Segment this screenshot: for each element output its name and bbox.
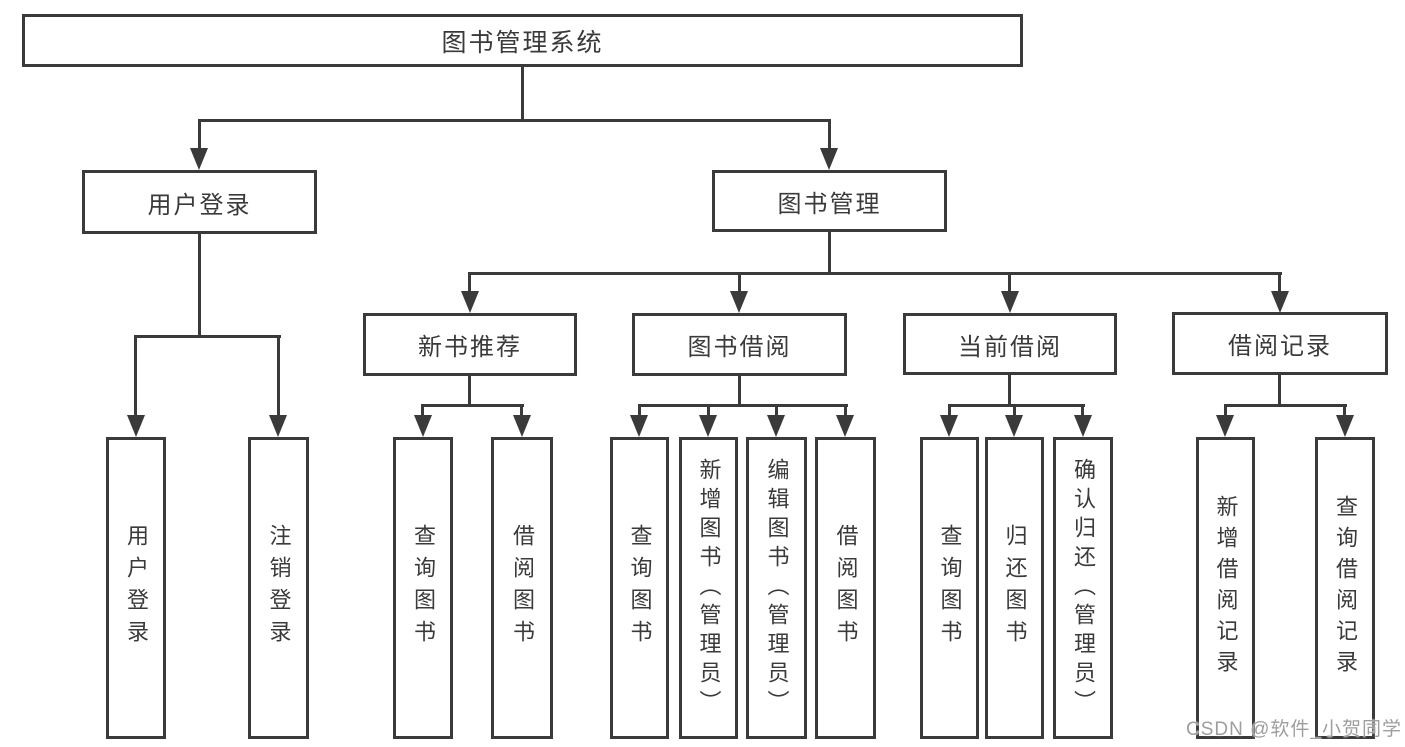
connector-line [521,67,524,119]
arrowhead-icon [940,415,958,437]
connector-line [277,335,280,417]
leaf-borrow-books: 借阅图书 [815,437,876,739]
connector-line [1008,374,1011,407]
connector-line [198,234,201,338]
connector-line [1008,272,1011,294]
arrowhead-icon [190,148,208,170]
node-library-system: 图书管理系统 [22,14,1023,67]
connector-line [134,335,281,338]
leaf-add-borrow-record: 新增借阅记录 [1196,437,1255,739]
connector-line [638,404,848,407]
connector-line [948,404,951,417]
connector-line [1013,404,1016,417]
arrowhead-icon [127,415,145,437]
node-borrow-records: 借阅记录 [1172,312,1388,375]
connector-line [198,119,201,153]
leaf-edit-books-admin: 编辑图书（管理员） [746,437,807,739]
csdn-watermark: CSDN @软件_小贺同学 [1186,719,1402,740]
connector-line [1224,404,1227,417]
node-user-login: 用户登录 [82,170,317,234]
node-book-management: 图书管理 [712,170,947,232]
leaf-add-books-admin: 新增图书（管理员） [679,437,738,739]
connector-line [198,119,831,122]
connector-line [469,272,1282,275]
connector-line [1278,375,1281,407]
connector-line [1224,404,1347,407]
connector-line [828,232,831,275]
leaf-logout: 注销登录 [248,437,309,739]
connector-line [828,119,831,153]
arrowhead-icon [414,415,432,437]
arrowhead-icon [1216,415,1234,437]
connector-line [738,272,741,294]
connector-line [1278,272,1281,294]
arrowhead-icon [513,415,531,437]
leaf-return-books: 归还图书 [985,437,1044,739]
leaf-user-login: 用户登录 [106,437,166,739]
arrowhead-icon [820,148,838,170]
arrowhead-icon [269,415,287,437]
arrowhead-icon [1271,291,1289,313]
arrowhead-icon [1001,291,1019,313]
arrowhead-icon [630,415,648,437]
connector-line [1081,404,1084,417]
connector-line [421,404,424,417]
node-new-book-recommend: 新书推荐 [363,313,577,376]
connector-line [520,404,523,417]
connector-line [844,404,847,417]
connector-line [948,404,1085,407]
arrowhead-icon [699,415,717,437]
connector-line [1343,404,1346,417]
leaf-query-books: 查询图书 [920,437,979,739]
connector-line [738,376,741,407]
node-current-borrow: 当前借阅 [903,313,1117,375]
leaf-query-borrow-record: 查询借阅记录 [1315,437,1375,739]
connector-line [775,404,778,417]
arrowhead-icon [836,415,854,437]
leaf-confirm-return-admin: 确认归还（管理员） [1053,437,1113,739]
arrowhead-icon [1336,415,1354,437]
arrowhead-icon [1005,415,1023,437]
arrowhead-icon [1074,415,1092,437]
connector-line [468,272,471,294]
connector-line [707,404,710,417]
arrowhead-icon [461,291,479,313]
connector-line [468,376,471,407]
leaf-query-books: 查询图书 [610,437,669,739]
leaf-borrow-books: 借阅图书 [491,437,553,739]
connector-line [638,404,641,417]
connector-line [134,335,137,417]
arrowhead-icon [767,415,785,437]
leaf-query-books: 查询图书 [393,437,453,739]
node-book-borrow: 图书借阅 [632,313,847,376]
connector-line [421,404,524,407]
arrowhead-icon [730,291,748,313]
